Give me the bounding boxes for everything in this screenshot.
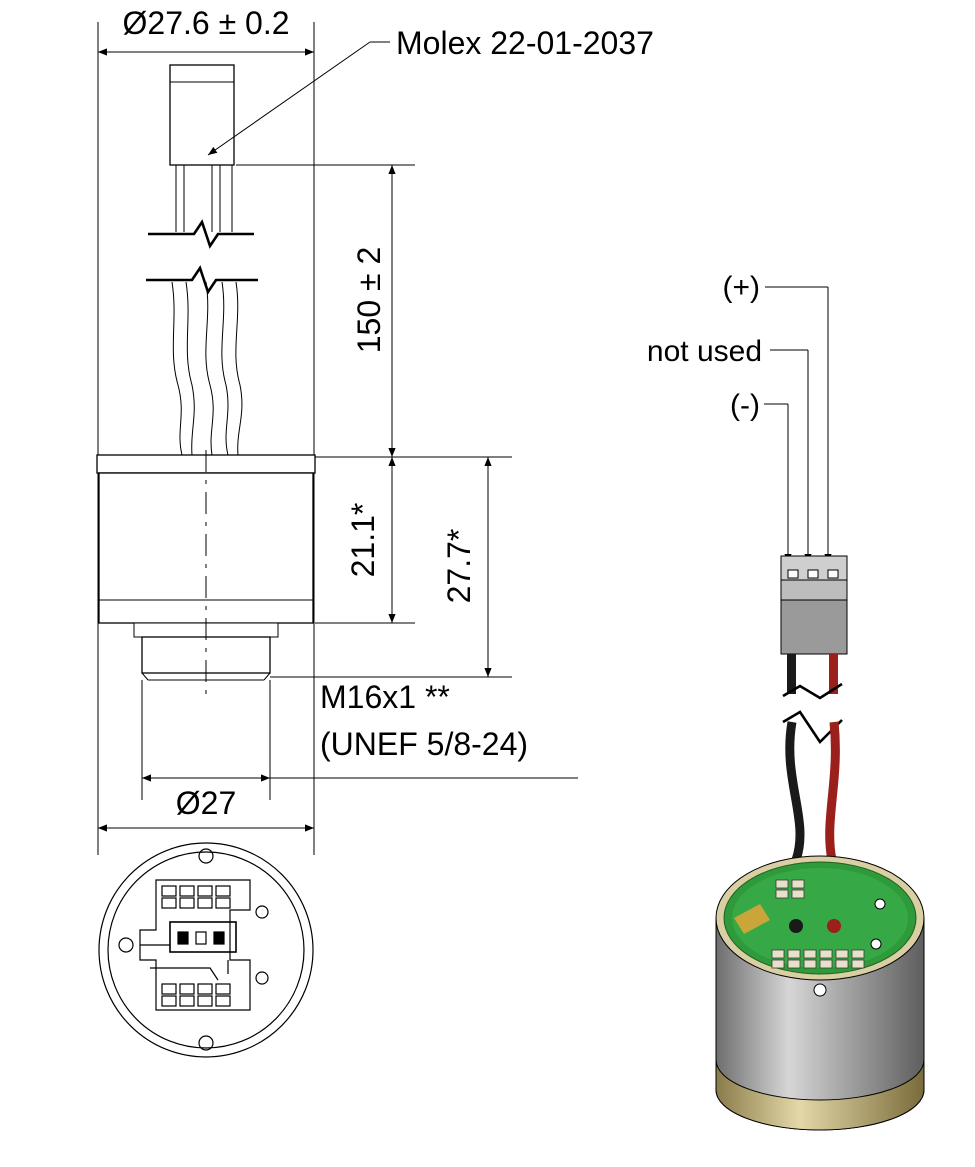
pin-minus-label: (-) xyxy=(730,389,760,422)
thread-metric-label: M16x1 ** xyxy=(320,679,450,715)
side-view xyxy=(96,22,578,855)
connector-callout: Molex 22-01-2037 xyxy=(396,25,654,61)
body-height-label: 21.1* xyxy=(345,503,381,578)
flange-diameter-label: Ø27.6 ± 0.2 xyxy=(123,5,290,41)
thread-unef-label: (UNEF 5/8-24) xyxy=(320,726,528,762)
cable-length-label: 150 ± 2 xyxy=(351,247,387,354)
iso-view xyxy=(715,286,925,1131)
pin-not-used-label: not used xyxy=(647,335,762,368)
smd-row-top xyxy=(161,885,231,909)
top-view xyxy=(98,842,314,1058)
pin-plus-label: (+) xyxy=(723,271,761,304)
thread-diameter-label: Ø27 xyxy=(176,785,236,821)
overall-height-label: 27.7* xyxy=(441,529,477,604)
smd-row-bottom xyxy=(161,983,231,1007)
